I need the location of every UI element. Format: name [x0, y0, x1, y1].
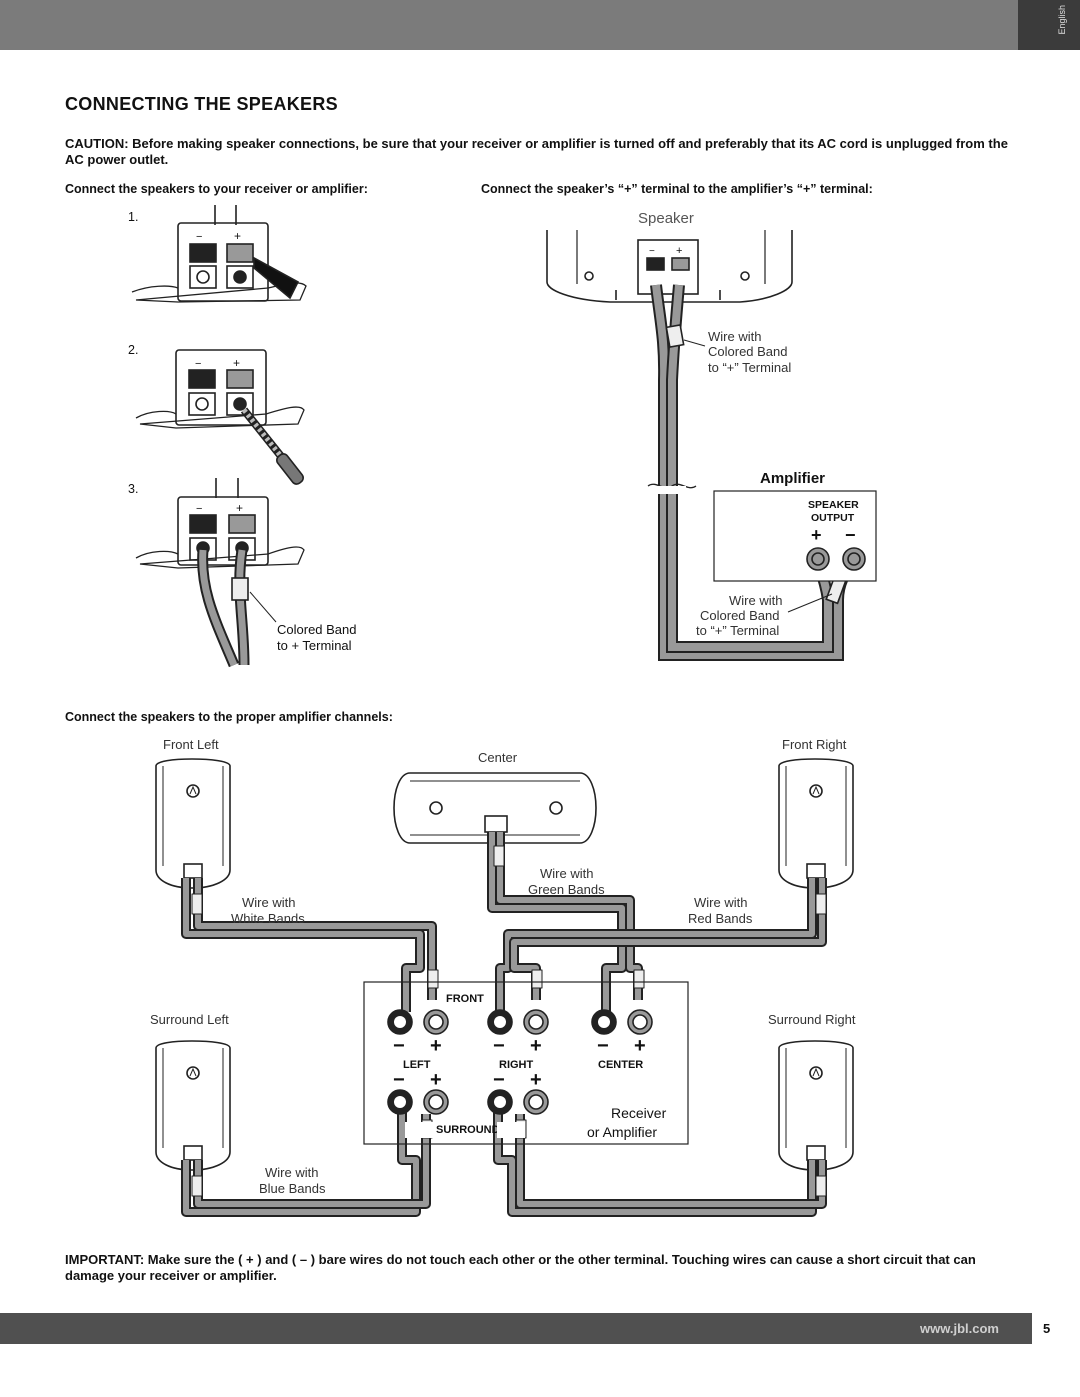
step-3-illustration: 3. − + Colored Band to + Terminal [128, 478, 357, 668]
wires [181, 832, 827, 1217]
blue-bands-1: Wire with [265, 1165, 318, 1180]
left-heading: Connect the speakers to your receiver or… [65, 182, 368, 196]
step-1-illustration: 1. − + [128, 205, 307, 303]
green-bands-2: Green Bands [528, 882, 605, 897]
surround-left-speaker [155, 1040, 231, 1171]
svg-text:−: − [493, 1035, 505, 1057]
step-2-illustration: 2. − + [128, 343, 305, 485]
amplifier-label: Amplifier [760, 470, 825, 487]
red-bands-2: Red Bands [688, 911, 753, 926]
svg-text:+: + [530, 1069, 542, 1091]
step-1-number: 1. [128, 210, 138, 224]
header-bar [0, 0, 1080, 50]
svg-text:−: − [597, 1035, 609, 1057]
channels-illustration: Front Left Center Front Right Surround L… [150, 737, 856, 1217]
wire-label-bottom-3: to “+” Terminal [696, 623, 779, 638]
wire-label-top-2: Colored Band [708, 344, 788, 359]
white-bands-1: Wire with [242, 895, 295, 910]
wire-label-top-1: Wire with [708, 329, 761, 344]
speaker-amplifier-illustration: Speaker − + Wire with Colored Band to “+… [546, 210, 877, 661]
band-label-1: Colored Band [277, 622, 357, 637]
front-right-speaker [778, 758, 854, 889]
step-3-number: 3. [128, 482, 138, 496]
svg-text:−: − [649, 246, 655, 257]
blue-bands-2: Blue Bands [259, 1181, 326, 1196]
step-2-number: 2. [128, 343, 138, 357]
right-channel-label: RIGHT [499, 1059, 534, 1071]
green-bands-1: Wire with [540, 866, 593, 881]
svg-text:−: − [393, 1069, 405, 1091]
svg-text:−: − [195, 358, 201, 370]
svg-text:+: + [634, 1035, 646, 1057]
caution-text: CAUTION: Before making speaker connectio… [65, 136, 1008, 167]
center-label: Center [478, 750, 518, 765]
svg-text:+: + [430, 1035, 442, 1057]
amp-minus: − [845, 525, 856, 545]
svg-text:−: − [393, 1035, 405, 1057]
svg-text:−: − [196, 503, 202, 515]
svg-text:+: + [530, 1035, 542, 1057]
website-link[interactable]: www.jbl.com [920, 1321, 999, 1336]
surround-right-speaker [778, 1040, 854, 1171]
band-label-2: to + Terminal [277, 638, 352, 653]
speaker-output-2: OUTPUT [811, 512, 855, 524]
surround-channel-label: SURROUND [436, 1124, 500, 1136]
speaker-label: Speaker [638, 210, 694, 227]
wire-label-bottom-1: Wire with [729, 593, 782, 608]
left-channel-label: LEFT [403, 1059, 431, 1071]
svg-text:−: − [493, 1069, 505, 1091]
right-heading: Connect the speaker’s “+” terminal to th… [481, 182, 873, 196]
amp-plus: + [811, 525, 822, 545]
surround-left-label: Surround Left [150, 1012, 229, 1027]
important-note: IMPORTANT: Make sure the ( + ) and ( – )… [65, 1252, 976, 1283]
footer-bar [0, 1313, 1032, 1344]
svg-text:+: + [234, 229, 241, 243]
surround-right-label: Surround Right [768, 1012, 856, 1027]
channels-heading: Connect the speakers to the proper ampli… [65, 710, 393, 724]
front-label: FRONT [446, 993, 484, 1005]
language-tab [1018, 0, 1080, 50]
receiver-panel: FRONT − + − + − + LEFT RIGHT CENTER − + … [363, 981, 689, 1145]
page-number: 5 [1043, 1321, 1051, 1336]
svg-text:+: + [236, 501, 243, 515]
wire-label-bottom-2: Colored Band [700, 608, 780, 623]
page-title: CONNECTING THE SPEAKERS [65, 94, 338, 114]
speaker-output-1: SPEAKER [808, 499, 859, 511]
front-right-label: Front Right [782, 737, 847, 752]
white-bands-2: White Bands [231, 911, 305, 926]
svg-text:+: + [233, 356, 240, 370]
front-left-label: Front Left [163, 737, 219, 752]
wire-label-top-3: to “+” Terminal [708, 360, 791, 375]
receiver-name-2: or Amplifier [587, 1124, 657, 1140]
svg-text:−: − [196, 231, 202, 243]
center-speaker [393, 772, 597, 844]
receiver-name-1: Receiver [611, 1105, 667, 1121]
svg-text:+: + [430, 1069, 442, 1091]
center-channel-label: CENTER [598, 1059, 643, 1071]
front-left-speaker [155, 758, 231, 889]
red-bands-1: Wire with [694, 895, 747, 910]
svg-text:+: + [676, 245, 682, 257]
